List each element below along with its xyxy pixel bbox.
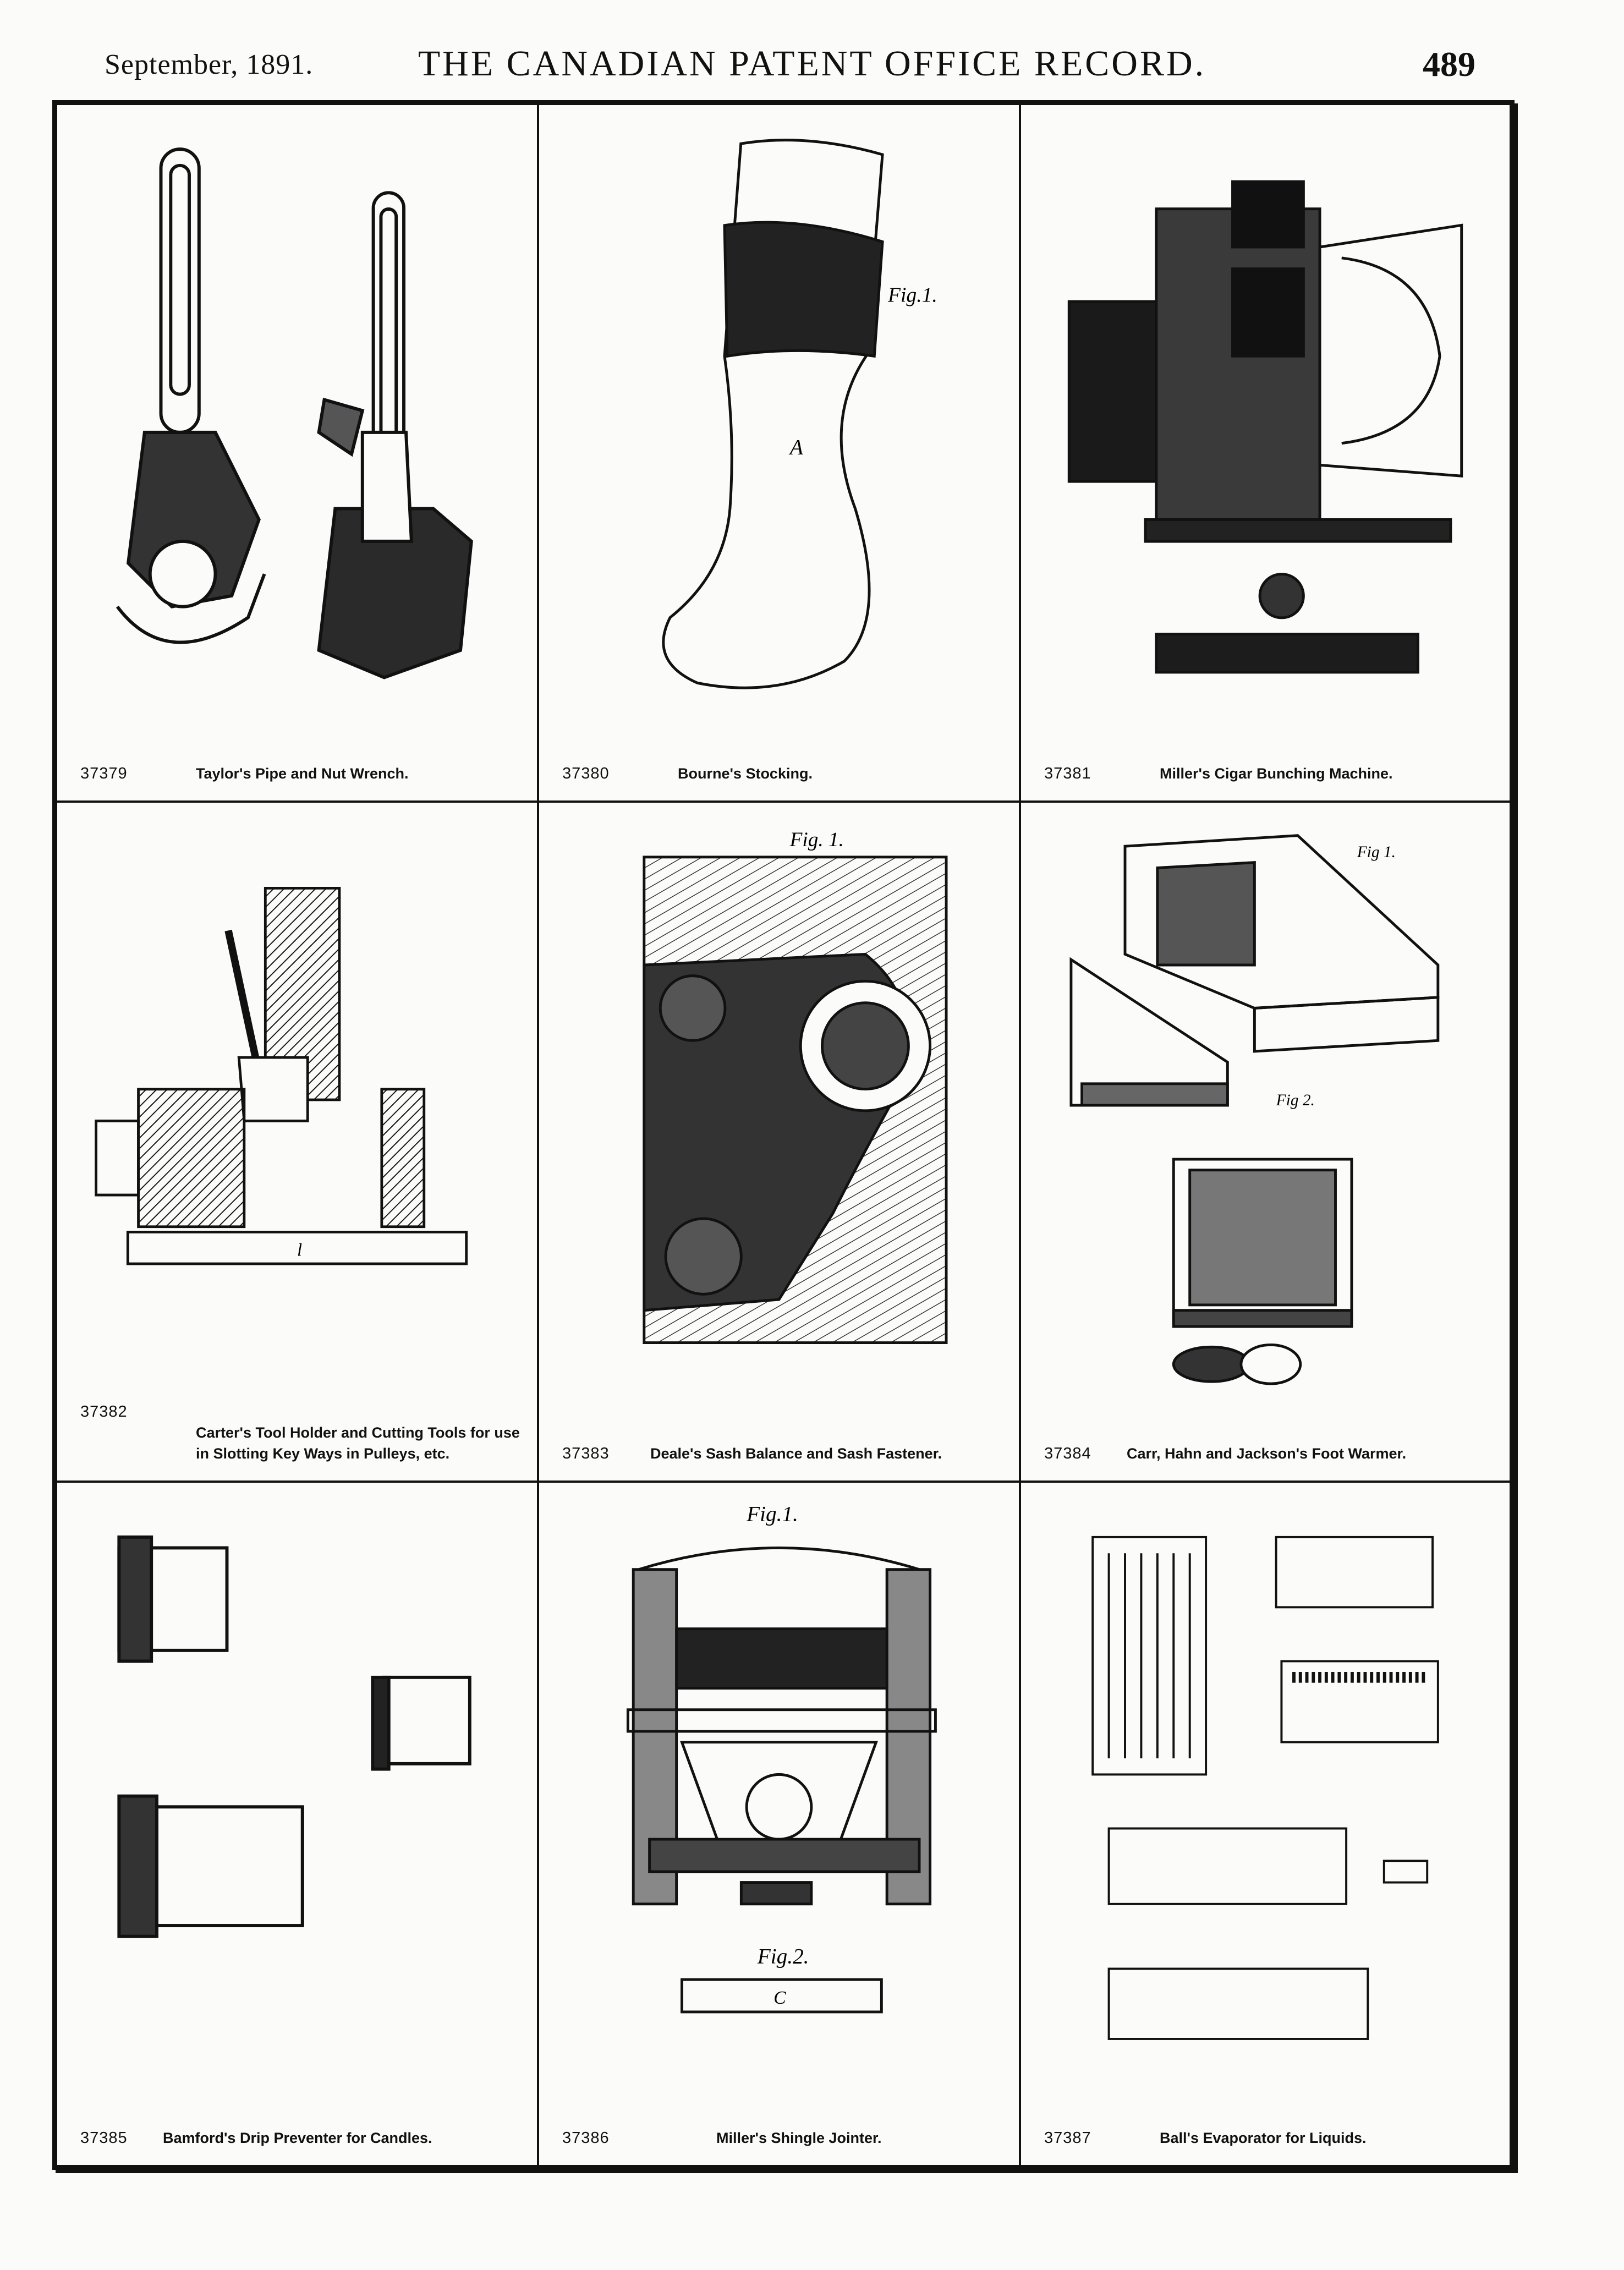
fig-label: Fig.1. <box>887 283 937 306</box>
fig-label: Fig.1. <box>746 1505 798 1526</box>
plate-37381: 37381 Miller's Cigar Bunching Machine. <box>1021 105 1510 803</box>
part-letter: l <box>297 1241 302 1260</box>
part-letter: C <box>773 1988 786 2008</box>
patent-title: Miller's Shingle Jointer. <box>716 2130 882 2146</box>
evaporator-drawing <box>1091 1536 1439 2040</box>
patent-title: Bamford's Drip Preventer for Candles. <box>163 2130 432 2146</box>
cigar-machine-drawing <box>1067 180 1463 674</box>
fig-label: Fig.2. <box>757 1945 809 1969</box>
plate-37379: 37379 Taylor's Pipe and Nut Wrench. <box>57 105 539 803</box>
caption: 37384 Carr, Hahn and Jackson's Foot Warm… <box>1044 1410 1493 1471</box>
sash-balance-drawing: Fig. 1. <box>643 829 948 1344</box>
plate-37383: Fig. 1. 37383 Deale's Sash Balance and S… <box>539 803 1021 1483</box>
tool-holder-drawing: l <box>95 886 468 1265</box>
fig-label: Fig. 1. <box>789 829 844 851</box>
patent-number: 37380 <box>562 765 610 782</box>
caption: 37382 Carter's Tool Holder and Cutting T… <box>80 1388 520 1471</box>
patent-title: Taylor's Pipe and Nut Wrench. <box>196 765 409 782</box>
patent-number: 37383 <box>562 1445 610 1462</box>
patent-title: Carr, Hahn and Jackson's Foot Warmer. <box>1127 1445 1407 1462</box>
plate-37386: Fig.1. Fig.2. C 37386 Miller's Shingle J… <box>539 1483 1021 2165</box>
fig-label: Fig 1. <box>1357 843 1396 861</box>
patent-number: 37379 <box>80 765 128 782</box>
plate-37385: 37385 Bamford's Drip Preventer for Candl… <box>57 1483 539 2165</box>
stocking-drawing: Fig.1. A <box>662 139 937 689</box>
caption: 37387 Ball's Evaporator for Liquids. <box>1044 2094 1493 2155</box>
journal-title: THE CANADIAN PATENT OFFICE RECORD. <box>418 43 1206 84</box>
part-letter: A <box>788 435 804 459</box>
caption: 37385 Bamford's Drip Preventer for Candl… <box>80 2094 520 2155</box>
patent-title: Ball's Evaporator for Liquids. <box>1160 2130 1367 2146</box>
caption: 37379 Taylor's Pipe and Nut Wrench. <box>80 730 520 791</box>
patent-number: 37385 <box>80 2129 128 2147</box>
plate-37387: 37387 Ball's Evaporator for Liquids. <box>1021 1483 1510 2165</box>
shingle-jointer-drawing: Fig.1. Fig.2. C <box>626 1505 937 2014</box>
patent-number: 37381 <box>1044 765 1091 782</box>
running-header: September, 1891. THE CANADIAN PATENT OFF… <box>0 39 1624 88</box>
patent-title: Miller's Cigar Bunching Machine. <box>1160 765 1393 782</box>
plate-37380: Fig.1. A 37380 Bourne's Stocking. <box>539 105 1021 803</box>
patent-title: Bourne's Stocking. <box>678 765 813 782</box>
drip-preventer-drawing <box>117 1535 471 1938</box>
patent-plate: 37379 Taylor's Pipe and Nut Wrench. Fig.… <box>52 100 1515 2170</box>
foot-warmer-drawing: Fig 1. Fig 2. <box>1069 834 1440 1385</box>
patent-number: 37386 <box>562 2129 610 2147</box>
patent-number: 37382 <box>80 1403 128 1421</box>
plate-37382: l 37382 Carter's Tool Holder and Cutting… <box>57 803 539 1483</box>
caption: 37381 Miller's Cigar Bunching Machine. <box>1044 730 1493 791</box>
patent-number: 37387 <box>1044 2129 1091 2147</box>
caption: 37380 Bourne's Stocking. <box>562 730 1002 791</box>
caption: 37383 Deale's Sash Balance and Sash Fast… <box>562 1410 1002 1471</box>
wrench-drawing <box>116 147 473 679</box>
patent-title: Carter's Tool Holder and Cutting Tools f… <box>196 1424 520 1462</box>
caption: 37386 Miller's Shingle Jointer. <box>562 2094 1002 2155</box>
plate-37384: Fig 1. Fig 2. 37384 Carr, Hahn and Jacks… <box>1021 803 1510 1483</box>
patent-title: Deale's Sash Balance and Sash Fastener. <box>650 1445 942 1462</box>
issue-date: September, 1891. <box>105 49 314 80</box>
fig-label: Fig 2. <box>1276 1092 1315 1109</box>
page-number: 489 <box>1423 45 1475 84</box>
patent-number: 37384 <box>1044 1445 1091 1462</box>
